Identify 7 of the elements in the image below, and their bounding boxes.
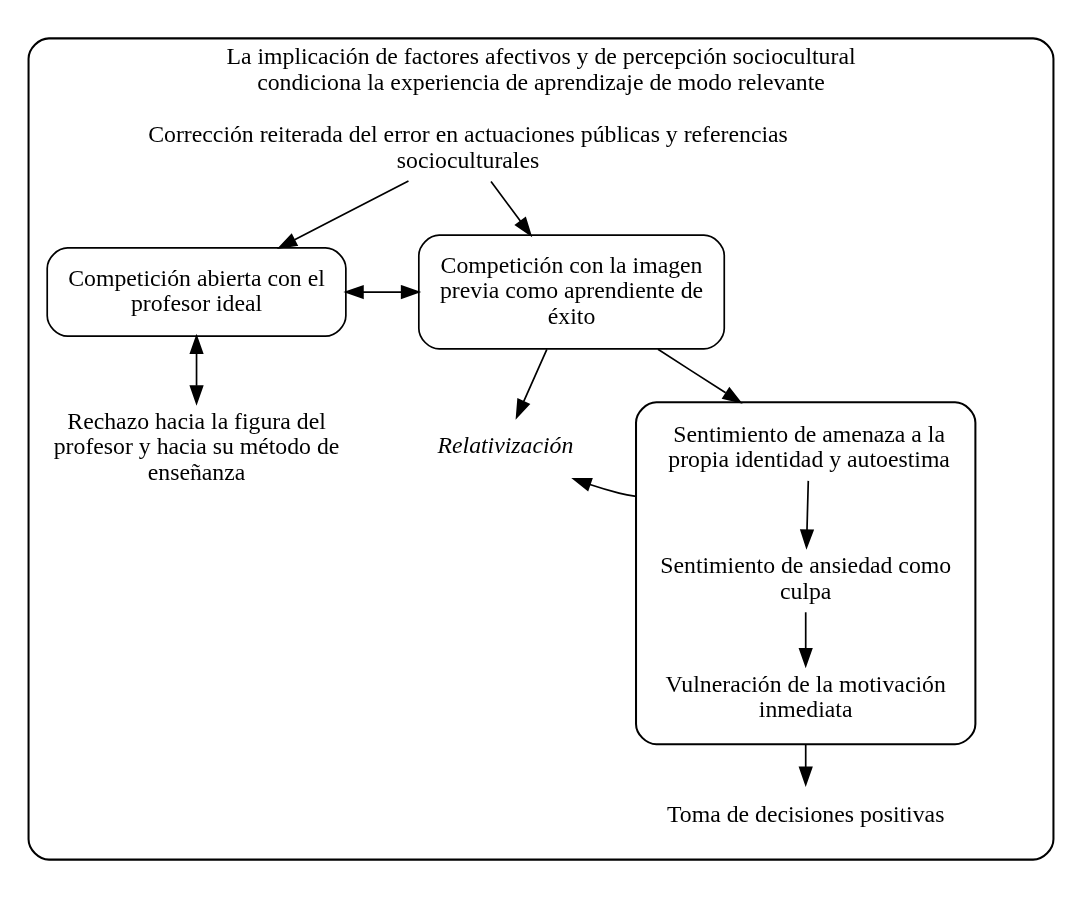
node-text: Vulneración de la motivación inmediata — [665, 670, 946, 722]
node-text: Toma de decisiones positivas — [667, 800, 945, 827]
node-text: Corrección reiterada del error en actuaciones públicas y referencias socioculturales — [148, 120, 788, 173]
node-text: Relativización — [437, 431, 574, 458]
node-text: Rechazo hacia la figura del profesor y hacia su método de enseñanza — [53, 407, 340, 485]
node-text: Sentimiento de amenaza a la propia identidad y autoestima — [668, 420, 950, 472]
node-text: Sentimiento de ansiedad como culpa — [660, 551, 952, 604]
